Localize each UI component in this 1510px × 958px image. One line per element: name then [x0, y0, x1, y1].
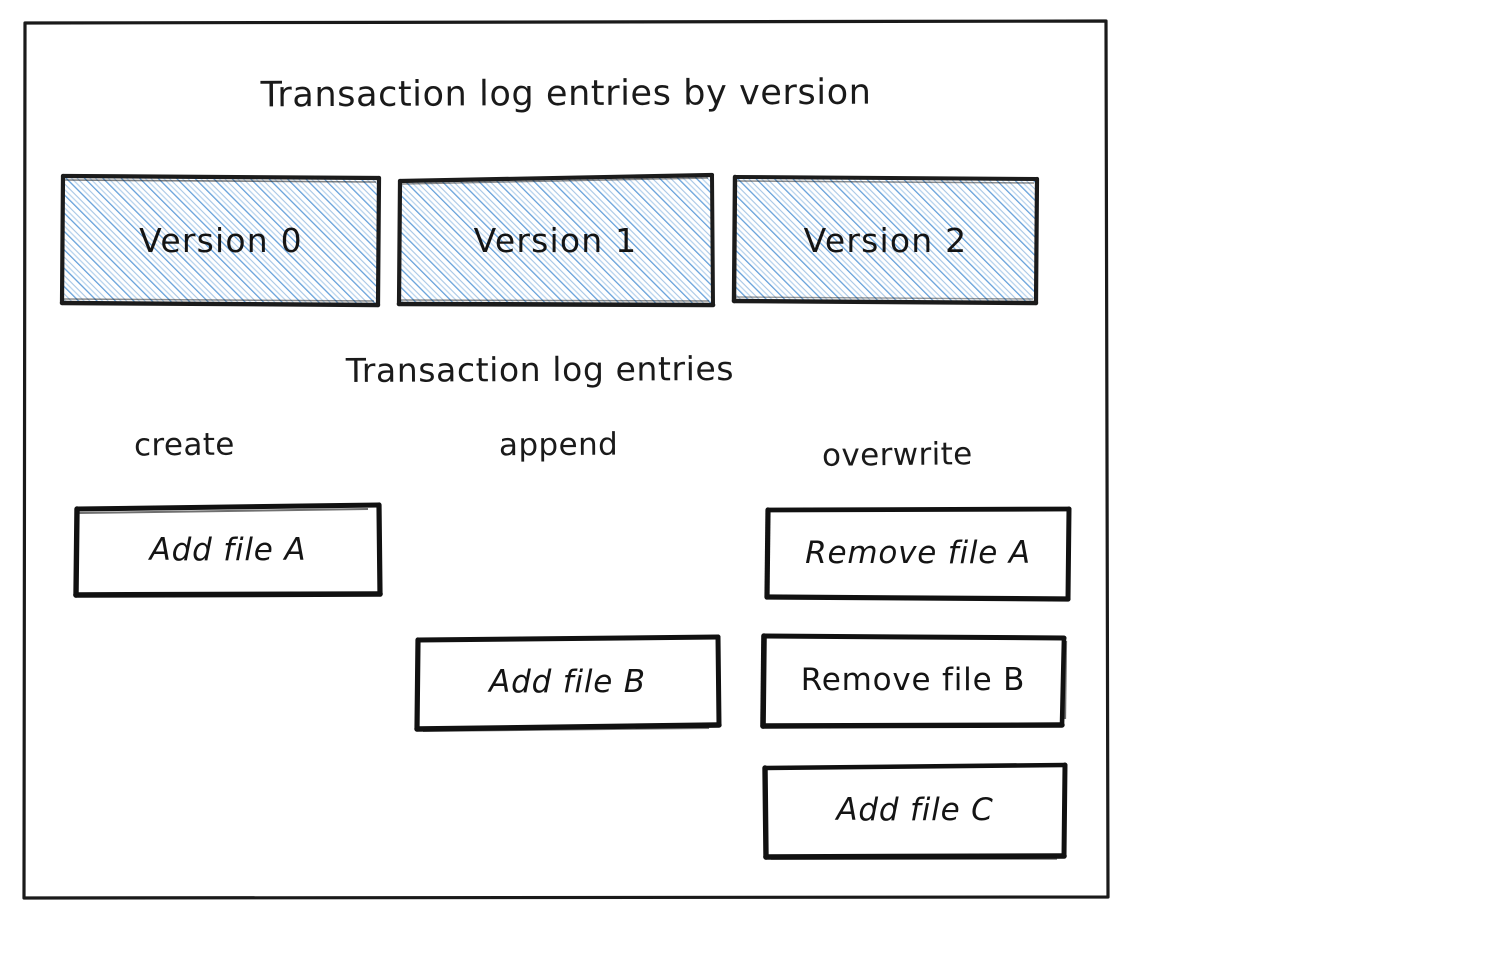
column-label-append: append	[498, 426, 619, 464]
entry-box-add-file-c-label: Add file C	[836, 792, 994, 828]
entry-box-remove-file-b-label: Remove file B	[800, 662, 1026, 698]
entry-box-add-file-a[interactable]: Add file A	[73, 502, 383, 598]
entry-box-add-file-b[interactable]: Add file B	[414, 634, 722, 732]
column-label-overwrite: overwrite	[821, 436, 973, 474]
version-box-1[interactable]: Version 1	[396, 172, 716, 308]
page-title: Transaction log entries by version	[260, 72, 872, 116]
version-box-1-label: Version 1	[473, 221, 638, 260]
version-box-0-label: Version 0	[139, 221, 303, 260]
version-box-2[interactable]: Version 2	[731, 174, 1040, 306]
version-box-0[interactable]: Version 0	[59, 173, 382, 308]
entry-box-remove-file-a-label: Remove file A	[805, 535, 1031, 571]
column-label-create: create	[133, 426, 235, 464]
version-box-2-label: Version 2	[803, 221, 968, 260]
entry-box-add-file-a-label: Add file A	[149, 532, 307, 568]
entry-box-add-file-b-label: Add file B	[489, 664, 646, 700]
entry-box-remove-file-b[interactable]: Remove file B	[760, 633, 1068, 729]
entry-box-add-file-c[interactable]: Add file C	[762, 762, 1068, 860]
entry-box-remove-file-a[interactable]: Remove file A	[764, 506, 1072, 602]
section-subtitle: Transaction log entries	[345, 348, 735, 391]
